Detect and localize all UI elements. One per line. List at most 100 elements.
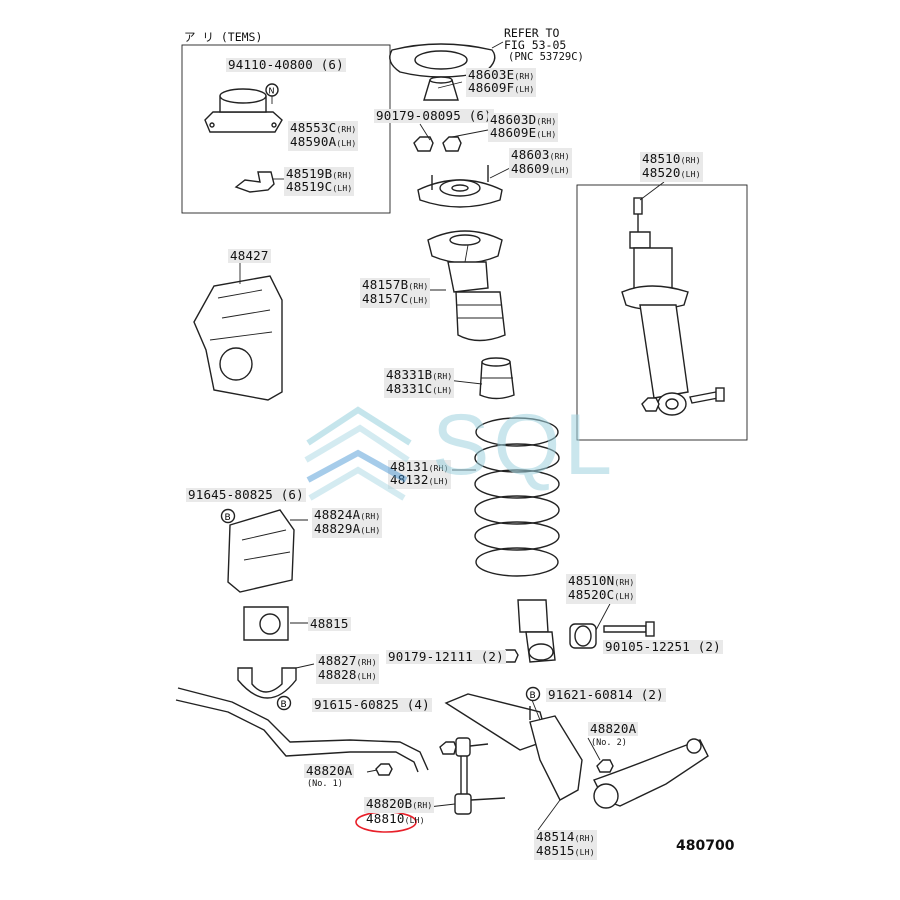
label-48603: 48603(RH) (509, 148, 572, 164)
label-91621-60814: 91621-60814 (2) (546, 687, 666, 702)
label-48829a: 48829A(LH) (312, 521, 383, 538)
label-48520: 48520(LH) (640, 166, 703, 182)
label-48609e: 48609E(LH) (488, 126, 559, 142)
label-48427: 48427 (228, 248, 271, 263)
part-number: 48553C (290, 120, 337, 135)
lower-bushing-part (569, 623, 597, 649)
label-48820b: 48820B(RH) (364, 796, 435, 813)
stabilizer-bracket-part (227, 509, 295, 593)
nut-b-part (442, 136, 462, 152)
side-tag: (LH) (428, 477, 449, 486)
label-91645-80825: 91645-80825 (6) (186, 487, 306, 502)
part-number: 48510 (642, 151, 681, 166)
label-48810: 48810(LH) (364, 812, 427, 828)
part-number: 48829A (314, 521, 361, 536)
label-48157b: 48157B(RH) (360, 277, 431, 294)
label-48515: 48515(LH) (534, 844, 597, 860)
shock-absorber-part (621, 197, 725, 416)
part-number: 48590A (290, 134, 337, 149)
watermark-text: SQL (432, 397, 617, 493)
shock-box-frame (576, 184, 748, 441)
side-tag: (LH) (549, 166, 570, 175)
side-tag: (RH) (356, 658, 377, 667)
bump-stopper-part (479, 361, 515, 400)
label-48131: 48131(RH) (388, 460, 451, 476)
side-tag: (LH) (408, 296, 429, 305)
stabilizer-bushing-part (243, 606, 289, 641)
label-48510: 48510(RH) (640, 152, 703, 168)
stabilizer-bar-part (177, 687, 429, 771)
part-number: 48810 (366, 811, 405, 826)
part-number: 48603D (490, 112, 537, 127)
tems-box-frame (181, 44, 391, 214)
part-number: 48331C (386, 381, 433, 396)
label-48519c: 48519C(LH) (284, 179, 355, 196)
side-tag: (RH) (408, 282, 429, 291)
part-number: 48131 (390, 459, 429, 474)
label-48820a-no1: 48820A (304, 763, 355, 778)
side-tag: (RH) (428, 464, 449, 473)
label-48827: 48827(RH) (316, 654, 379, 670)
label-90179-08095: 90179-08095 (6) (374, 108, 494, 123)
label-48590a: 48590A(LH) (288, 134, 359, 151)
part-number: 48331B (386, 367, 433, 382)
label-48603d: 48603D(RH) (488, 112, 559, 129)
marker-n-text: N (269, 87, 275, 96)
strut-mount-part (417, 165, 503, 208)
label-48331b: 48331B(RH) (384, 367, 455, 384)
side-tag: (RH) (432, 372, 453, 381)
side-tag: (LH) (514, 85, 535, 94)
side-tag: (RH) (412, 801, 433, 810)
tems-title: ア リ (TEMS) (184, 30, 263, 44)
part-number: 48824A (314, 507, 361, 522)
actuator-cap-part (204, 88, 283, 133)
dust-boot-part (427, 230, 506, 342)
side-tag: (RH) (360, 512, 381, 521)
label-90105-12251: 90105-12251 (2) (603, 639, 723, 654)
label-48132: 48132(LH) (388, 473, 451, 489)
nut-48820a-no1-part (375, 763, 393, 776)
side-tag: (LH) (356, 672, 377, 681)
label-48824a: 48824A(RH) (312, 507, 383, 524)
label-48609: 48609(LH) (509, 162, 572, 178)
side-tag: (LH) (574, 848, 595, 857)
side-tag: (RH) (536, 117, 557, 126)
side-tag: (LH) (536, 130, 557, 139)
coil-spring-part (474, 417, 560, 577)
watermark-logo-icon (304, 406, 412, 501)
part-number: 48520C (568, 587, 615, 602)
refer-note-line1: REFER TO (504, 26, 560, 40)
part-number: 48519C (286, 179, 333, 194)
side-tag: (LH) (404, 816, 425, 825)
side-tag: (RH) (336, 125, 357, 134)
part-number: 48514 (536, 829, 575, 844)
part-number: 48820B (366, 796, 413, 811)
part-number: 48609 (511, 161, 550, 176)
label-48820a-no2-sub: (No. 2) (591, 738, 627, 748)
nut-a-part (413, 136, 434, 152)
part-number: 48515 (536, 843, 575, 858)
part-number: 48510N (568, 573, 615, 588)
refer-note-line2: FIG 53-05 (504, 38, 567, 52)
bracket-part (234, 171, 275, 193)
clamp-48827-part (237, 667, 297, 699)
bolt-90105-part (603, 621, 655, 637)
part-number: 48827 (318, 653, 357, 668)
label-48828: 48828(LH) (316, 668, 379, 684)
part-number: 48828 (318, 667, 357, 682)
label-48510n: 48510N(RH) (566, 573, 637, 590)
label-48520c: 48520C(LH) (566, 587, 637, 604)
label-48519b: 48519B(RH) (284, 167, 355, 183)
part-number: 48157B (362, 277, 409, 292)
side-tag: (RH) (680, 156, 701, 165)
part-number: 48132 (390, 472, 429, 487)
label-48157c: 48157C(LH) (360, 292, 431, 308)
side-tag: (LH) (336, 139, 357, 148)
part-number: 48603E (468, 67, 515, 82)
bracket-48427-part (193, 275, 283, 401)
label-48815: 48815 (308, 616, 351, 631)
side-tag: (LH) (614, 592, 635, 601)
lower-arm-part (444, 693, 709, 809)
